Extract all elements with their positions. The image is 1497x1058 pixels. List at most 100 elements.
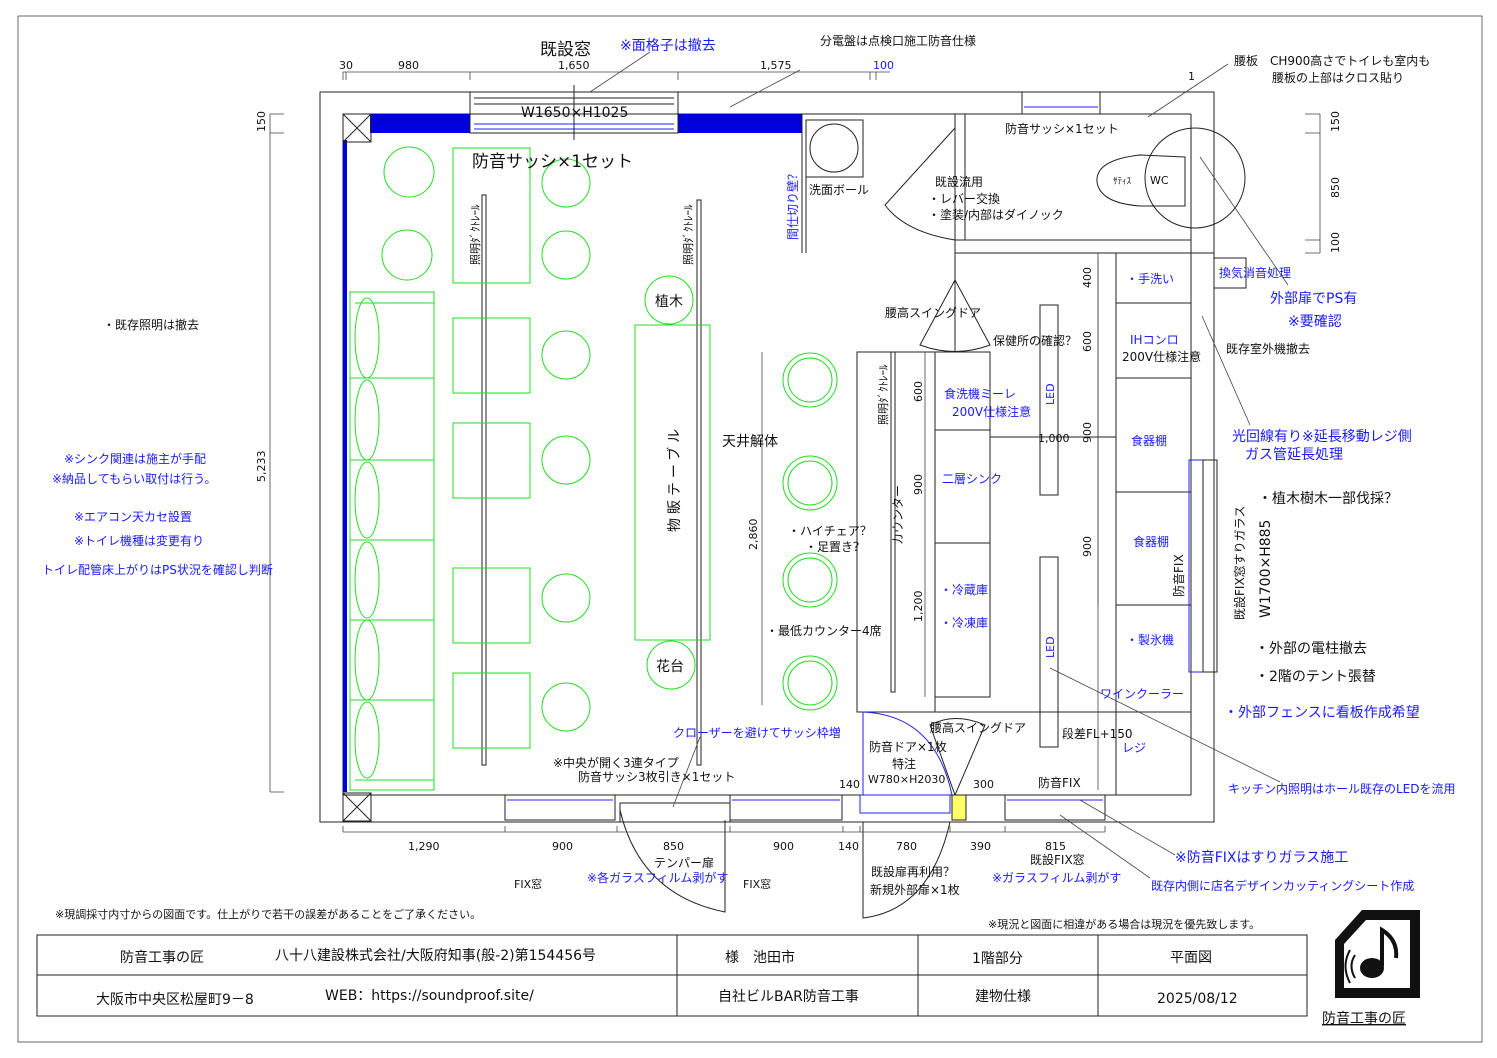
kitchen-area	[856, 252, 1218, 821]
note-koshi-2: 腰板の上部はクロス貼り	[1272, 70, 1404, 85]
label-table: 物販テーブル	[666, 425, 683, 532]
note-toilet-change: ※トイレ機種は変更有り	[74, 533, 204, 548]
label-ice: ・製氷機	[1126, 632, 1174, 647]
note-panel: 分電盤は点検口施工防音仕様	[820, 33, 976, 48]
dimension-label: 1,000	[1038, 432, 1070, 445]
dimension-lines	[269, 71, 1321, 833]
dimension-label: 850	[1329, 177, 1342, 198]
note-film-2: ※ガラスフィルム剥がす	[992, 870, 1121, 885]
tb-company: 八十八建設株式会社/大阪府知事(般-2)第154456号	[275, 947, 596, 964]
tb-web: WEB：https://soundproof.site/	[325, 988, 534, 1004]
label-door-custom: 特注	[892, 756, 916, 771]
sheet-border	[17, 15, 1483, 1043]
label-door-size: W780×H2030	[868, 773, 945, 786]
label-fix-bottom: 防音FIX	[1038, 775, 1081, 790]
dimension-label: 300	[973, 778, 994, 791]
note-tree: ・植木樹木一部伐採？	[1258, 491, 1398, 507]
label-swing-door-2: 腰高スイングドア	[930, 720, 1026, 735]
label-existing-fix: 既設FIX窓	[1030, 852, 1085, 867]
toilet-area	[801, 91, 1247, 289]
note-ps-1: 外部扉でPS有	[1270, 291, 1357, 307]
label-freezer: ・冷凍庫	[940, 616, 988, 630]
label-door: 防音ドア×1枚	[869, 739, 947, 754]
label-ih-note: 200V仕様注意	[1122, 349, 1201, 364]
exterior-door-swing	[862, 821, 951, 919]
dimension-label: 150	[255, 111, 268, 132]
dimension-label: 400	[1081, 267, 1094, 288]
tb-drawing-type: 平面図	[1170, 950, 1212, 966]
note-frosted: ※防音FIXはすりガラス施工	[1175, 849, 1348, 866]
dimension-label: 1	[1188, 70, 1195, 83]
note-sink-2: ※納品してもらい取付は行う。	[52, 472, 216, 486]
tb-spec: 建物仕様	[975, 989, 1031, 1005]
label-step: 段差FL+150	[1062, 726, 1133, 741]
title-block: 防音工事の匠 八十八建設株式会社/大阪府知事(般-2)第154456号 様 池田…	[36, 934, 1308, 1017]
note-triple-1: ※中央が開く3連タイプ	[553, 755, 679, 770]
label-fix-left: FIX窓	[514, 877, 542, 891]
label-wash-bowl: 洗面ボール	[809, 183, 869, 197]
label-duct-3: 照明ﾀﾞｸﾄﾚｰﾙ	[877, 364, 890, 425]
note-closer: クローザーを避けてサッシ枠増	[673, 726, 841, 740]
label-dishwasher-note: 200V仕様注意	[952, 404, 1031, 419]
dimension-label: 2,860	[747, 519, 760, 551]
dimension-label: 30	[339, 59, 353, 72]
note-cutting-sheet: 既存内側に店名デザインカッティングシート作成	[1151, 878, 1414, 893]
bottom-windows	[504, 794, 1106, 919]
note-existing-light: ・既存照明は撤去	[103, 317, 199, 332]
dimension-label: 815	[1045, 840, 1066, 853]
dimension-label: 390	[970, 840, 991, 853]
label-shelf-1: 食器棚	[1131, 433, 1167, 448]
label-swing-door-1: 腰高スイングドア	[885, 305, 981, 320]
dimension-label: 1,650	[558, 59, 590, 72]
dimension-label: 1,575	[760, 59, 792, 72]
label-hand-wash: ・手洗い	[1126, 272, 1174, 286]
label-window-size: W1650×H1025	[521, 105, 628, 121]
dimension-label: 100	[1329, 232, 1342, 253]
tb-brand: 防音工事の匠	[120, 949, 204, 966]
dimension-label: 140	[839, 778, 860, 791]
label-seats: ・最低カウンター4席	[766, 623, 882, 638]
tb-project: 自社ビルBAR防音工事	[718, 988, 859, 1005]
duct-rails	[481, 194, 896, 766]
tempered-door-swing	[619, 809, 726, 913]
label-fix-right: FIX窓	[743, 877, 771, 891]
furniture	[349, 146, 838, 791]
dimension-label: 900	[773, 840, 794, 853]
note-aircon: ※エアコン天カセ設置	[74, 509, 192, 524]
dimension-label: 900	[912, 474, 925, 495]
dimension-label: 780	[896, 840, 917, 853]
note-tent: ・2階のテント張替	[1255, 669, 1376, 685]
label-duct-2: 照明ﾀﾞｸﾄﾚｰﾙ	[682, 204, 695, 265]
note-reuse-door: 既設扉再利用？	[871, 864, 955, 879]
label-sash-toilet: 防音サッシ×1セット	[1005, 121, 1119, 136]
label-wine: ワインクーラー	[1100, 687, 1184, 701]
label-dishwasher: 食洗機ミーレ	[944, 386, 1016, 401]
note-outdoor-unit: 既存室外機撤去	[1226, 341, 1310, 356]
label-led-2: LED	[1044, 636, 1057, 658]
drawing-labels: 既設窓 ※面格子は撤去 W1650×H1025 防音サッシ×1セット 分電盤は点…	[42, 33, 1456, 897]
label-fridge: ・冷蔵庫	[940, 583, 988, 597]
tb-floor: 1階部分	[972, 951, 1023, 967]
label-fix-side: 防音FIX	[1171, 554, 1186, 597]
note-triple-2: 防音サッシ3枚引き×1セット	[578, 769, 735, 784]
note-gas: ガス管延長処理	[1245, 447, 1343, 463]
label-tempered-door: テンパー扉	[654, 856, 714, 870]
note-priority: ※現況と図面に相違がある場合は現況を優先致します。	[988, 917, 1260, 931]
label-toilet-lever: ・レバー交換	[928, 191, 1000, 206]
label-toilet-reuse: 既設流用	[935, 174, 983, 189]
note-new-door: 新規外部扉×1枚	[870, 882, 960, 897]
dimension-label: 600	[1081, 331, 1094, 352]
label-toilet-paint: ・塗装/内部はダイノック	[928, 207, 1064, 222]
label-ceiling: 天井解体	[722, 434, 778, 450]
note-sink-1: ※シンク関連は施主が手配	[64, 451, 206, 466]
note-koshi-1: 腰板 CH900高さでトイレも室内も	[1234, 53, 1430, 68]
logo-caption: 防音工事の匠	[1322, 1010, 1406, 1027]
note-grille: ※面格子は撤去	[620, 38, 716, 54]
high-chairs	[782, 352, 838, 711]
label-duct-1: 照明ﾀﾞｸﾄﾚｰﾙ	[469, 204, 482, 265]
label-vent: 換気消音処理	[1219, 265, 1291, 280]
label-wc: WC	[1150, 174, 1169, 187]
label-toilet-model: ｻﾃｨｽ	[1113, 176, 1132, 187]
label-fix-window-size: W1700×H885	[1258, 520, 1274, 618]
